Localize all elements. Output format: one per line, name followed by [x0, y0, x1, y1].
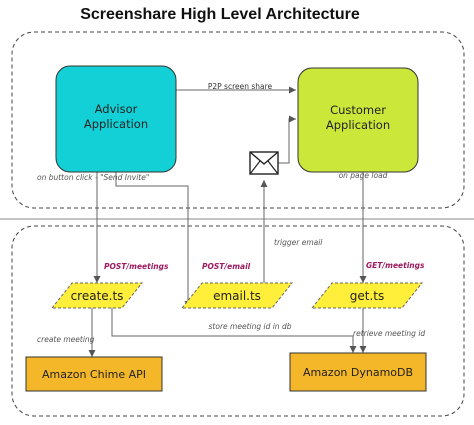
on-click-label: on button click - "Send Invite"	[37, 173, 149, 182]
p2p-label: P2P screen share	[208, 82, 273, 91]
store-meeting-label: store meeting id in db	[209, 322, 292, 331]
create-to-dynamo-connector	[111, 308, 357, 353]
trigger-email-label: trigger email	[274, 238, 323, 247]
amazon-chime-label: Amazon Chime API	[42, 368, 146, 381]
advisor-to-email-connector	[115, 172, 192, 308]
diagram-title: Screenshare High Level Architecture	[80, 6, 360, 23]
retrieve-meeting-label: retrieve meeting id	[353, 329, 425, 338]
advisor-label-line1: Advisor	[95, 102, 138, 116]
create-meeting-label: create meeting	[37, 335, 95, 344]
envelope-icon	[249, 151, 279, 175]
email-ts-node: email.ts	[180, 282, 294, 309]
post-email-label: POST/email	[202, 262, 251, 271]
backend-group-frame	[11, 225, 465, 417]
envelope-to-customer-connector	[278, 115, 296, 164]
post-meetings-label: POST/meetings	[104, 262, 169, 271]
get-ts-node: get.ts	[310, 282, 424, 309]
customer-label-line1: Customer	[330, 103, 386, 117]
customer-application-node: Customer Application	[297, 67, 419, 173]
customer-label-line2: Application	[326, 118, 390, 132]
get-meetings-label: GET/meetings	[366, 261, 425, 270]
client-group-frame	[11, 31, 465, 209]
connectors	[88, 86, 367, 357]
amazon-chime-node: Amazon Chime API	[25, 356, 163, 392]
advisor-application-node: Advisor Application	[55, 65, 177, 173]
create-ts-label: create.ts	[71, 289, 124, 303]
create-ts-node: create.ts	[50, 282, 144, 309]
advisor-label-line2: Application	[84, 117, 148, 131]
amazon-dynamodb-label: Amazon DynamoDB	[303, 366, 413, 379]
email-ts-label: email.ts	[213, 289, 261, 303]
amazon-dynamodb-node: Amazon DynamoDB	[289, 352, 427, 392]
get-ts-label: get.ts	[350, 289, 384, 303]
on-load-label: on page load	[339, 171, 388, 180]
